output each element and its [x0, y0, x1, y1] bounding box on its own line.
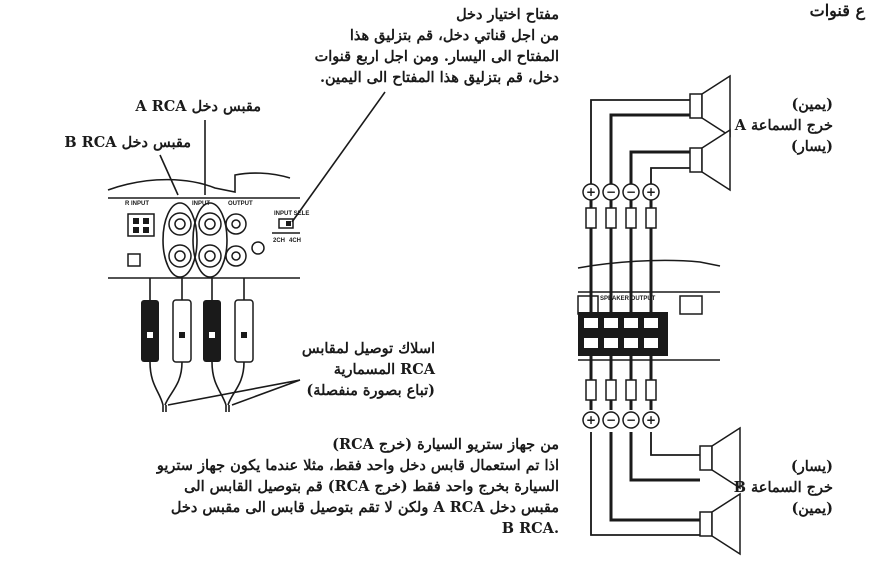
polarity-minus-1: −	[606, 185, 616, 199]
cable-callout: اسلاك توصيل لمقابس RCA المسمارية (تباع ب…	[302, 338, 435, 401]
speaker-a-left-label: (يسار)	[790, 138, 833, 155]
note-line-4: مقبس دخل A RCA ولكن لا تقم بتوصيل قابس ا…	[170, 499, 559, 516]
label-input: INPUT	[192, 201, 210, 207]
speaker-a-left	[689, 128, 731, 192]
amplifier-input-panel	[107, 172, 300, 279]
label-4ch: 4CH	[289, 238, 301, 244]
header-fragment: ع قنوات	[809, 1, 865, 20]
polarity-markers-bottom	[582, 411, 660, 429]
speaker-b-title: خرج السماعة B	[733, 479, 833, 496]
cable-callout-line-1: اسلاك توصيل لمقابس	[301, 340, 435, 357]
polarity-minus-3: −	[606, 413, 616, 427]
selector-callout-title: مفتاح اختيار دخل	[456, 6, 559, 23]
polarity-plus-2: +	[646, 185, 656, 199]
jack-b-leader	[159, 154, 179, 196]
note-line-3: السيارة بخرج واحد فقط (خرج RCA) قم بتوصي…	[184, 478, 559, 495]
amplifier-speaker-section	[577, 259, 721, 361]
speaker-b-wires	[589, 356, 700, 536]
selector-callout-line-3: دخل، قم بتزليق هذا المفتاح الى اليمين.	[319, 69, 559, 86]
speaker-b-left-label: (يسار)	[790, 458, 833, 475]
label-2ch: 2CH	[273, 238, 285, 244]
label-speaker-output: SPEAKER OUTPUT	[600, 296, 656, 302]
bottom-spade-connectors	[585, 379, 657, 401]
label-input-select: INPUT SELE	[274, 211, 309, 217]
label-r-input: R INPUT	[125, 201, 149, 207]
single-input-note: من جهاز ستريو السيارة (خرج RCA) اذا تم ا…	[157, 434, 559, 539]
selector-leader	[291, 91, 386, 223]
jack-b-label: مقبس دخل B RCA	[64, 134, 191, 151]
speaker-a-right-label: (يمين)	[791, 96, 833, 113]
jack-b-highlight	[162, 202, 198, 278]
speaker-b-left	[699, 426, 741, 490]
polarity-minus-4: −	[626, 413, 636, 427]
polarity-plus-1: +	[586, 185, 596, 199]
polarity-plus-4: +	[646, 413, 656, 427]
speaker-b-right-label: (يمين)	[791, 500, 833, 517]
cable-callout-line-2: RCA المسمارية	[333, 361, 435, 378]
speaker-a-title: خرج السماعة A	[734, 117, 833, 134]
selector-callout-line-2: المفتاح الى اليسار. ومن اجل اربع قنوات	[314, 48, 559, 65]
power-terminal-block	[127, 213, 155, 237]
rca-cables	[141, 278, 254, 412]
speaker-a-label: (يمين) خرج السماعة A (يسار)	[735, 94, 833, 157]
jack-a-label: مقبس دخل A RCA	[135, 98, 261, 115]
output-knob	[251, 241, 265, 255]
speaker-a-right	[689, 74, 731, 138]
polarity-minus-2: −	[626, 185, 636, 199]
jack-a-highlight	[192, 202, 228, 278]
note-line-2: اذا تم استعمال قابس دخل واحد فقط، مثلا ع…	[156, 457, 559, 474]
top-spade-connectors	[585, 207, 657, 229]
rca-jack-group-a	[198, 212, 222, 268]
note-line-1: من جهاز ستريو السيارة (خرج RCA)	[332, 436, 559, 453]
speaker-b-right	[699, 492, 741, 556]
selector-callout-line-1: من اجل قناتي دخل، قم بتزليق هذا	[349, 27, 559, 44]
label-output: OUTPUT	[228, 201, 253, 207]
speaker-b-label: (يسار) خرج السماعة B (يمين)	[734, 456, 833, 519]
rca-jack-group-b	[168, 212, 192, 268]
note-line-5: .B RCA	[501, 520, 559, 537]
polarity-plus-3: +	[586, 413, 596, 427]
polarity-markers-top	[582, 183, 660, 201]
selector-callout: مفتاح اختيار دخل من اجل قناتي دخل، قم بت…	[315, 4, 559, 88]
cable-callout-line-3: (تباع بصورة منفصلة)	[306, 382, 435, 399]
cable-leader	[167, 379, 301, 406]
